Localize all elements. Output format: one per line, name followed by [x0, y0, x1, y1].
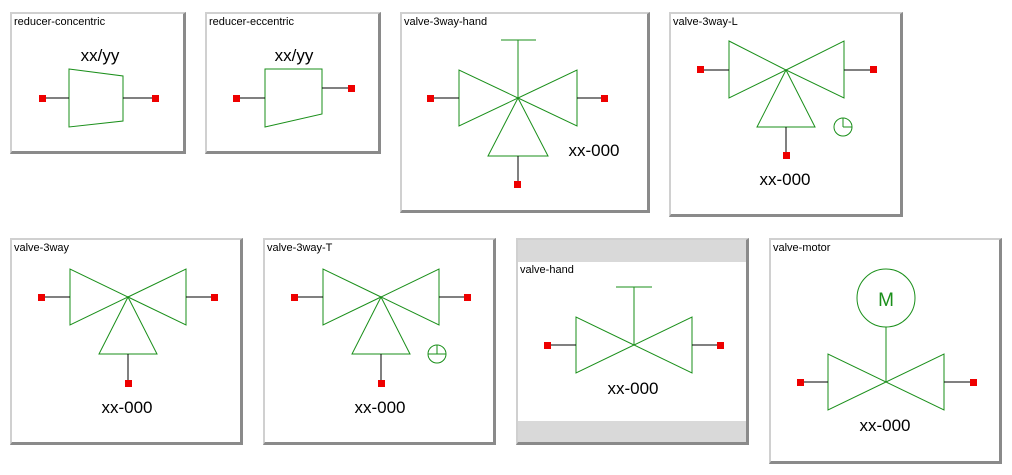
port-right: [348, 85, 355, 92]
reducer-eccentric-symbol: xx/yy: [233, 46, 355, 128]
symbol-card-valve-3way[interactable]: valve-3way xx-000: [10, 238, 243, 445]
port-bottom: [125, 380, 132, 387]
symbol-card-valve-3way-L[interactable]: valve-3way-L xx-000: [669, 12, 903, 217]
symbol-card-valve-hand[interactable]: valve-hand xx-000: [516, 238, 749, 445]
valve-body-bottom: [351, 295, 411, 355]
valve-body-left: [575, 316, 636, 374]
symbol-title: reducer-concentric: [14, 16, 106, 28]
valve-body-right: [379, 268, 440, 326]
valve-body-left: [69, 268, 130, 326]
symbol-title: valve-3way-T: [267, 242, 333, 254]
valve-body-right: [784, 40, 845, 99]
port-right: [870, 66, 877, 73]
port-left: [39, 95, 46, 102]
port-bottom: [378, 380, 385, 387]
symbol-card-reducer-eccentric[interactable]: reducer-eccentric xx/yy: [205, 12, 381, 154]
port-bottom: [783, 152, 790, 159]
symbol-title: valve-3way: [14, 242, 70, 254]
valve-body-bottom: [487, 96, 549, 157]
valve-3way-L-symbol: xx-000: [697, 40, 877, 189]
symbol-tag-label: xx-000: [354, 398, 405, 417]
symbol-canvas: [518, 262, 746, 421]
valve-3way-symbol: xx-000: [38, 268, 218, 417]
port-left: [697, 66, 704, 73]
port-right: [717, 342, 724, 349]
symbol-tag-label: xx-000: [607, 379, 658, 398]
port-left: [797, 379, 804, 386]
l-port-indicator-icon: [833, 117, 853, 137]
symbol-title: valve-motor: [773, 242, 831, 254]
valve-3way-hand-symbol: xx-000: [427, 39, 620, 188]
valve-body-right: [884, 353, 945, 411]
reducer-concentric-symbol: xx/yy: [39, 46, 159, 128]
port-bottom: [514, 181, 521, 188]
port-left: [427, 95, 434, 102]
symbol-tag-label: xx-000: [859, 416, 910, 435]
port-right: [970, 379, 977, 386]
port-left: [544, 342, 551, 349]
symbol-title: valve-3way-hand: [404, 16, 488, 28]
symbol-title: valve-3way-L: [673, 16, 738, 28]
port-left: [38, 294, 45, 301]
t-port-indicator-icon: [427, 344, 447, 364]
valve-motor-symbol: M xx-000: [797, 268, 977, 435]
valve-body-left: [322, 268, 383, 326]
valve-body-left: [458, 69, 520, 127]
valve-body-right: [126, 268, 187, 326]
symbol-tag-label: xx-000: [568, 141, 619, 160]
symbol-title: valve-hand: [520, 264, 574, 276]
valve-body-left: [827, 353, 888, 411]
port-right: [464, 294, 471, 301]
valve-body-bottom: [756, 68, 816, 128]
port-right: [601, 95, 608, 102]
valve-body-right: [632, 316, 693, 374]
port-right: [211, 294, 218, 301]
symbol-tag-label: xx-000: [101, 398, 152, 417]
symbol-card-valve-3way-T[interactable]: valve-3way-T xx-000: [263, 238, 496, 445]
symbol-card-reducer-concentric[interactable]: reducer-concentric xx/yy: [10, 12, 186, 154]
symbol-card-valve-motor[interactable]: valve-motor M xx-000: [769, 238, 1002, 464]
motor-letter: M: [878, 290, 894, 311]
symbol-tag-label: xx/yy: [275, 46, 314, 65]
reducer-body: [264, 68, 323, 128]
port-left: [233, 95, 240, 102]
port-right: [152, 95, 159, 102]
reducer-body: [68, 68, 124, 128]
symbol-card-valve-3way-hand[interactable]: valve-3way-hand xx-000: [400, 12, 650, 213]
port-left: [291, 294, 298, 301]
valve-body-left: [728, 40, 788, 99]
valve-3way-T-symbol: xx-000: [291, 268, 471, 417]
symbol-tag-label: xx-000: [759, 170, 810, 189]
valve-hand-symbol: xx-000: [544, 286, 724, 398]
symbol-title: reducer-eccentric: [209, 16, 294, 28]
symbol-tag-label: xx/yy: [81, 46, 120, 65]
valve-body-bottom: [98, 295, 158, 355]
valve-body-right: [516, 69, 578, 127]
